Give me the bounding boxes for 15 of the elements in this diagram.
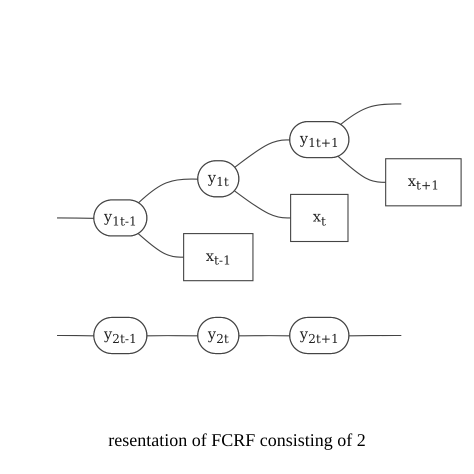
connector [234, 190, 291, 219]
node-box: x$_{t+1}$ [385, 158, 462, 207]
node-box: x$_{t}$ [290, 194, 349, 242]
connector [340, 104, 402, 126]
connector [338, 156, 386, 184]
connector [234, 140, 290, 168]
caption: resentation of FCRF consisting of 2 [108, 430, 366, 450]
connector [147, 335, 198, 337]
connector [138, 178, 198, 204]
connector [57, 218, 94, 220]
connector [138, 234, 184, 258]
connector [239, 335, 290, 337]
connector [57, 335, 94, 337]
connector [349, 335, 402, 337]
node-box: x$_{t-1}$ [183, 233, 254, 282]
